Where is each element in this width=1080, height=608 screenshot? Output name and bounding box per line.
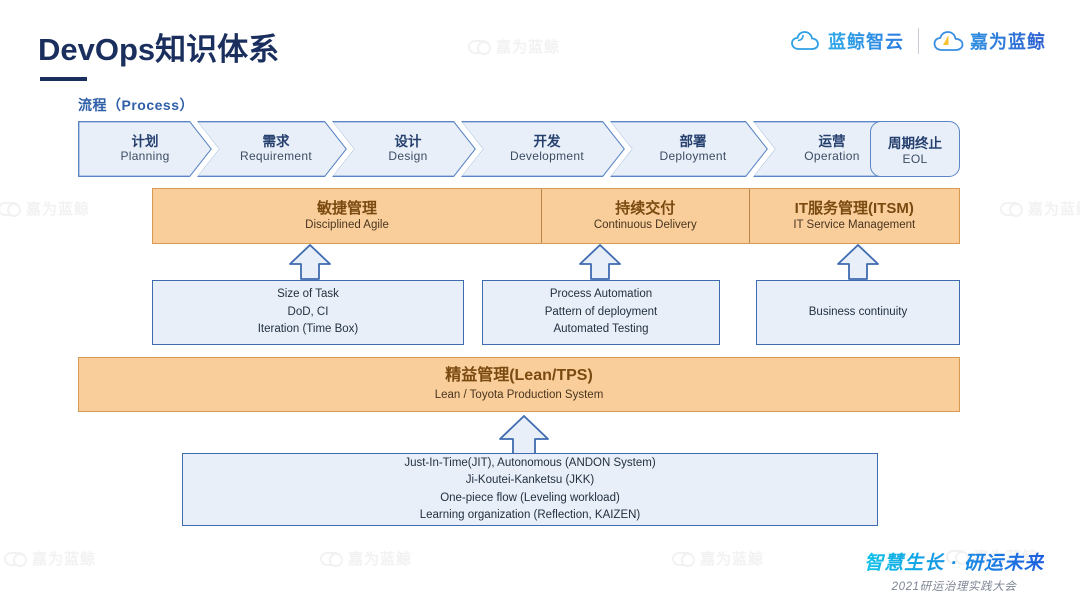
detail-line: Business continuity bbox=[808, 305, 908, 318]
process-step-planning[interactable]: 计划 Planning bbox=[78, 121, 212, 177]
cloud-icon bbox=[1000, 201, 1023, 217]
watermark: 嘉为蓝鲸 bbox=[468, 36, 560, 57]
step-label-cn: 运营 bbox=[818, 134, 846, 150]
practice-itsm[interactable]: IT服务管理(ITSM) IT Service Management bbox=[750, 189, 959, 243]
watermark-text: 嘉为蓝鲸 bbox=[348, 551, 413, 568]
up-arrow-icon bbox=[288, 244, 332, 280]
watermark: 嘉为蓝鲸 bbox=[4, 548, 96, 569]
practice-label-en: Disciplined Agile bbox=[305, 218, 389, 231]
step-label-en: Development bbox=[509, 148, 584, 163]
detail-line: Size of Task bbox=[277, 287, 339, 300]
watermark-text: 嘉为蓝鲸 bbox=[26, 201, 91, 218]
detail-line: Iteration (Time Box) bbox=[257, 323, 359, 336]
cloud-icon bbox=[672, 551, 695, 567]
step-label-cn: 开发 bbox=[533, 134, 561, 150]
process-step-design[interactable]: 设计 Design bbox=[332, 121, 476, 177]
cloud-icon bbox=[4, 551, 27, 567]
process-step-eol[interactable]: 周期终止 EOL bbox=[870, 121, 960, 177]
brand-divider bbox=[918, 28, 919, 54]
step-label-cn: 需求 bbox=[262, 134, 290, 150]
detail-lines: Process Automation Pattern of deployment… bbox=[545, 286, 658, 339]
chevron-fill bbox=[198, 122, 345, 175]
brand-label: 蓝鲸智云 bbox=[828, 28, 904, 54]
step-label-cn: 计划 bbox=[131, 134, 159, 150]
detail-line: Ji-Koutei-Kanketsu (JKK) bbox=[465, 474, 595, 487]
brand-lanjing-zhiyun: 蓝鲸智云 bbox=[791, 28, 904, 54]
chevron-fill bbox=[462, 122, 623, 175]
cloud-icon bbox=[320, 551, 343, 567]
detail-box-itsm[interactable]: Business continuity bbox=[756, 280, 960, 345]
practice-continuous-delivery[interactable]: 持续交付 Continuous Delivery bbox=[542, 189, 750, 243]
practice-label-cn: 敏捷管理 bbox=[317, 199, 378, 217]
process-step-development[interactable]: 开发 Development bbox=[461, 121, 625, 177]
footer: 智慧生长 · 研运未来 2021研运治理实践大会 bbox=[864, 548, 1044, 594]
up-arrow-icon bbox=[578, 244, 622, 280]
brand-label: 嘉为蓝鲸 bbox=[970, 28, 1046, 54]
step-label-en: EOL bbox=[902, 152, 928, 166]
step-label-cn: 周期终止 bbox=[888, 136, 942, 151]
step-label-en: Planning bbox=[120, 148, 170, 163]
watermark-text: 嘉为蓝鲸 bbox=[700, 551, 765, 568]
cloud-icon bbox=[0, 201, 21, 217]
foundation-band[interactable]: 精益管理(Lean/TPS) Lean / Toyota Production … bbox=[78, 357, 960, 412]
footer-slogan: 智慧生长 · 研运未来 bbox=[864, 548, 1044, 575]
cloud-icon bbox=[791, 31, 821, 51]
watermark: 嘉为蓝鲸 bbox=[0, 198, 90, 219]
foundation-detail-box[interactable]: Just-In-Time(JIT), Autonomous (ANDON Sys… bbox=[182, 453, 878, 526]
step-label-en: Operation bbox=[804, 148, 860, 163]
up-arrow-icon bbox=[836, 244, 880, 280]
detail-box-delivery[interactable]: Process Automation Pattern of deployment… bbox=[482, 280, 720, 345]
title-underline bbox=[40, 77, 87, 81]
foundation-label-cn: 精益管理(Lean/TPS) bbox=[445, 367, 593, 385]
detail-line: Pattern of deployment bbox=[544, 305, 658, 318]
detail-line: Just-In-Time(JIT), Autonomous (ANDON Sys… bbox=[404, 457, 656, 469]
brand-jiawei-lanjing: 嘉为蓝鲸 bbox=[933, 28, 1046, 54]
practice-agile[interactable]: 敏捷管理 Disciplined Agile bbox=[153, 189, 543, 243]
practice-band: 敏捷管理 Disciplined Agile 持续交付 Continuous D… bbox=[152, 188, 960, 244]
cloud-icon bbox=[933, 31, 964, 51]
process-section-label: 流程（Process） bbox=[78, 97, 194, 113]
detail-box-agile[interactable]: Size of Task DoD, CI Iteration (Time Box… bbox=[152, 280, 464, 345]
chevron-fill bbox=[611, 122, 766, 175]
watermark: 嘉为蓝鲸 bbox=[1000, 198, 1080, 219]
footer-event: 2021研运治理实践大会 bbox=[891, 581, 1017, 593]
detail-line: Learning organization (Reflection, KAIZE… bbox=[419, 508, 641, 521]
practice-label-en: IT Service Management bbox=[793, 218, 916, 231]
process-step-deployment[interactable]: 部署 Deployment bbox=[610, 121, 768, 177]
practice-label-cn: IT服务管理(ITSM) bbox=[794, 199, 914, 217]
detail-line: Automated Testing bbox=[553, 323, 649, 336]
watermark-text: 嘉为蓝鲸 bbox=[32, 551, 97, 568]
watermark: 嘉为蓝鲸 bbox=[672, 548, 764, 569]
step-label-cn: 设计 bbox=[394, 134, 422, 150]
practice-label-en: Continuous Delivery bbox=[593, 218, 697, 231]
process-step-requirement[interactable]: 需求 Requirement bbox=[197, 121, 347, 177]
cloud-icon bbox=[468, 39, 491, 55]
detail-line: One-piece flow (Leveling workload) bbox=[440, 491, 620, 504]
detail-lines: Size of Task DoD, CI Iteration (Time Box… bbox=[258, 286, 359, 339]
step-label-en: Requirement bbox=[239, 148, 312, 163]
detail-line: DoD, CI bbox=[287, 305, 329, 318]
watermark: 嘉为蓝鲸 bbox=[320, 548, 412, 569]
step-label-cn: 部署 bbox=[679, 134, 707, 150]
watermark-text: 嘉为蓝鲸 bbox=[1028, 201, 1080, 218]
watermark-text: 嘉为蓝鲸 bbox=[496, 39, 561, 56]
brand-logos: 蓝鲸智云 嘉为蓝鲸 bbox=[791, 28, 1046, 54]
detail-line: Process Automation bbox=[549, 287, 653, 300]
page-title: DevOps知识体系 bbox=[38, 32, 280, 67]
step-label-en: Design bbox=[388, 148, 428, 163]
step-label-en: Deployment bbox=[659, 148, 727, 163]
up-arrow-icon bbox=[497, 415, 551, 457]
foundation-label-en: Lean / Toyota Production System bbox=[434, 389, 604, 402]
practice-label-cn: 持续交付 bbox=[615, 199, 676, 217]
chevron-fill bbox=[79, 122, 210, 175]
chevron-fill bbox=[333, 122, 474, 175]
